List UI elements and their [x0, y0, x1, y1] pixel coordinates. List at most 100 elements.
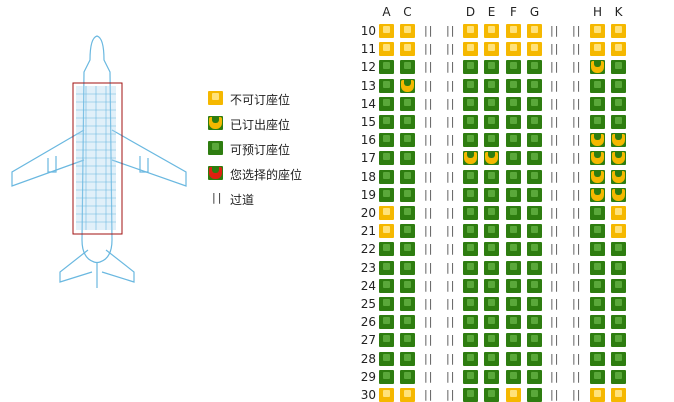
seat-14e[interactable]: [484, 97, 499, 111]
seat-17a[interactable]: [379, 151, 394, 165]
seat-27e[interactable]: [484, 333, 499, 347]
seat-12f[interactable]: [506, 60, 521, 74]
seat-24d[interactable]: [463, 279, 478, 293]
seat-19e[interactable]: [484, 188, 499, 202]
seat-26k[interactable]: [611, 315, 626, 329]
seat-18c[interactable]: [400, 170, 415, 184]
seat-30d[interactable]: [463, 388, 478, 402]
seat-28d[interactable]: [463, 352, 478, 366]
seat-27k[interactable]: [611, 333, 626, 347]
seat-24h[interactable]: [590, 279, 605, 293]
seat-25k[interactable]: [611, 297, 626, 311]
seat-21e[interactable]: [484, 224, 499, 238]
seat-19a[interactable]: [379, 188, 394, 202]
seat-24f[interactable]: [506, 279, 521, 293]
seat-19d[interactable]: [463, 188, 478, 202]
seat-28k[interactable]: [611, 352, 626, 366]
seat-27a[interactable]: [379, 333, 394, 347]
seat-28a[interactable]: [379, 352, 394, 366]
seat-22a[interactable]: [379, 242, 394, 256]
seat-14d[interactable]: [463, 97, 478, 111]
seat-18f[interactable]: [506, 170, 521, 184]
seat-18a[interactable]: [379, 170, 394, 184]
seat-16g[interactable]: [527, 133, 542, 147]
seat-20e[interactable]: [484, 206, 499, 220]
seat-28f[interactable]: [506, 352, 521, 366]
seat-12d[interactable]: [463, 60, 478, 74]
seat-18e[interactable]: [484, 170, 499, 184]
seat-28g[interactable]: [527, 352, 542, 366]
seat-29a[interactable]: [379, 370, 394, 384]
seat-28c[interactable]: [400, 352, 415, 366]
seat-29c[interactable]: [400, 370, 415, 384]
seat-14c[interactable]: [400, 97, 415, 111]
seat-22e[interactable]: [484, 242, 499, 256]
seat-28h[interactable]: [590, 352, 605, 366]
seat-18g[interactable]: [527, 170, 542, 184]
seat-24g[interactable]: [527, 279, 542, 293]
seat-22k[interactable]: [611, 242, 626, 256]
seat-14a[interactable]: [379, 97, 394, 111]
seat-27d[interactable]: [463, 333, 478, 347]
seat-26d[interactable]: [463, 315, 478, 329]
seat-15h[interactable]: [590, 115, 605, 129]
seat-12a[interactable]: [379, 60, 394, 74]
seat-21d[interactable]: [463, 224, 478, 238]
seat-20g[interactable]: [527, 206, 542, 220]
seat-23f[interactable]: [506, 261, 521, 275]
seat-13k[interactable]: [611, 79, 626, 93]
seat-17c[interactable]: [400, 151, 415, 165]
seat-12c[interactable]: [400, 60, 415, 74]
seat-27c[interactable]: [400, 333, 415, 347]
seat-22f[interactable]: [506, 242, 521, 256]
seat-24a[interactable]: [379, 279, 394, 293]
seat-25e[interactable]: [484, 297, 499, 311]
seat-30g[interactable]: [527, 388, 542, 402]
seat-26h[interactable]: [590, 315, 605, 329]
seat-23e[interactable]: [484, 261, 499, 275]
seat-16d[interactable]: [463, 133, 478, 147]
seat-27g[interactable]: [527, 333, 542, 347]
seat-13f[interactable]: [506, 79, 521, 93]
seat-15a[interactable]: [379, 115, 394, 129]
seat-15f[interactable]: [506, 115, 521, 129]
seat-12g[interactable]: [527, 60, 542, 74]
seat-12k[interactable]: [611, 60, 626, 74]
seat-14k[interactable]: [611, 97, 626, 111]
seat-16e[interactable]: [484, 133, 499, 147]
seat-21g[interactable]: [527, 224, 542, 238]
seat-20h[interactable]: [590, 206, 605, 220]
seat-29e[interactable]: [484, 370, 499, 384]
seat-24e[interactable]: [484, 279, 499, 293]
seat-25a[interactable]: [379, 297, 394, 311]
seat-27h[interactable]: [590, 333, 605, 347]
seat-20c[interactable]: [400, 206, 415, 220]
seat-22c[interactable]: [400, 242, 415, 256]
seat-29k[interactable]: [611, 370, 626, 384]
seat-19g[interactable]: [527, 188, 542, 202]
seat-29f[interactable]: [506, 370, 521, 384]
seat-26c[interactable]: [400, 315, 415, 329]
seat-25c[interactable]: [400, 297, 415, 311]
seat-15d[interactable]: [463, 115, 478, 129]
seat-26g[interactable]: [527, 315, 542, 329]
seat-21f[interactable]: [506, 224, 521, 238]
seat-23a[interactable]: [379, 261, 394, 275]
seat-23h[interactable]: [590, 261, 605, 275]
seat-26a[interactable]: [379, 315, 394, 329]
seat-26e[interactable]: [484, 315, 499, 329]
seat-25h[interactable]: [590, 297, 605, 311]
seat-28e[interactable]: [484, 352, 499, 366]
seat-17f[interactable]: [506, 151, 521, 165]
seat-29h[interactable]: [590, 370, 605, 384]
seat-29g[interactable]: [527, 370, 542, 384]
seat-23d[interactable]: [463, 261, 478, 275]
seat-22d[interactable]: [463, 242, 478, 256]
seat-13a[interactable]: [379, 79, 394, 93]
seat-23k[interactable]: [611, 261, 626, 275]
seat-25g[interactable]: [527, 297, 542, 311]
seat-21h[interactable]: [590, 224, 605, 238]
seat-13e[interactable]: [484, 79, 499, 93]
seat-17g[interactable]: [527, 151, 542, 165]
seat-23c[interactable]: [400, 261, 415, 275]
